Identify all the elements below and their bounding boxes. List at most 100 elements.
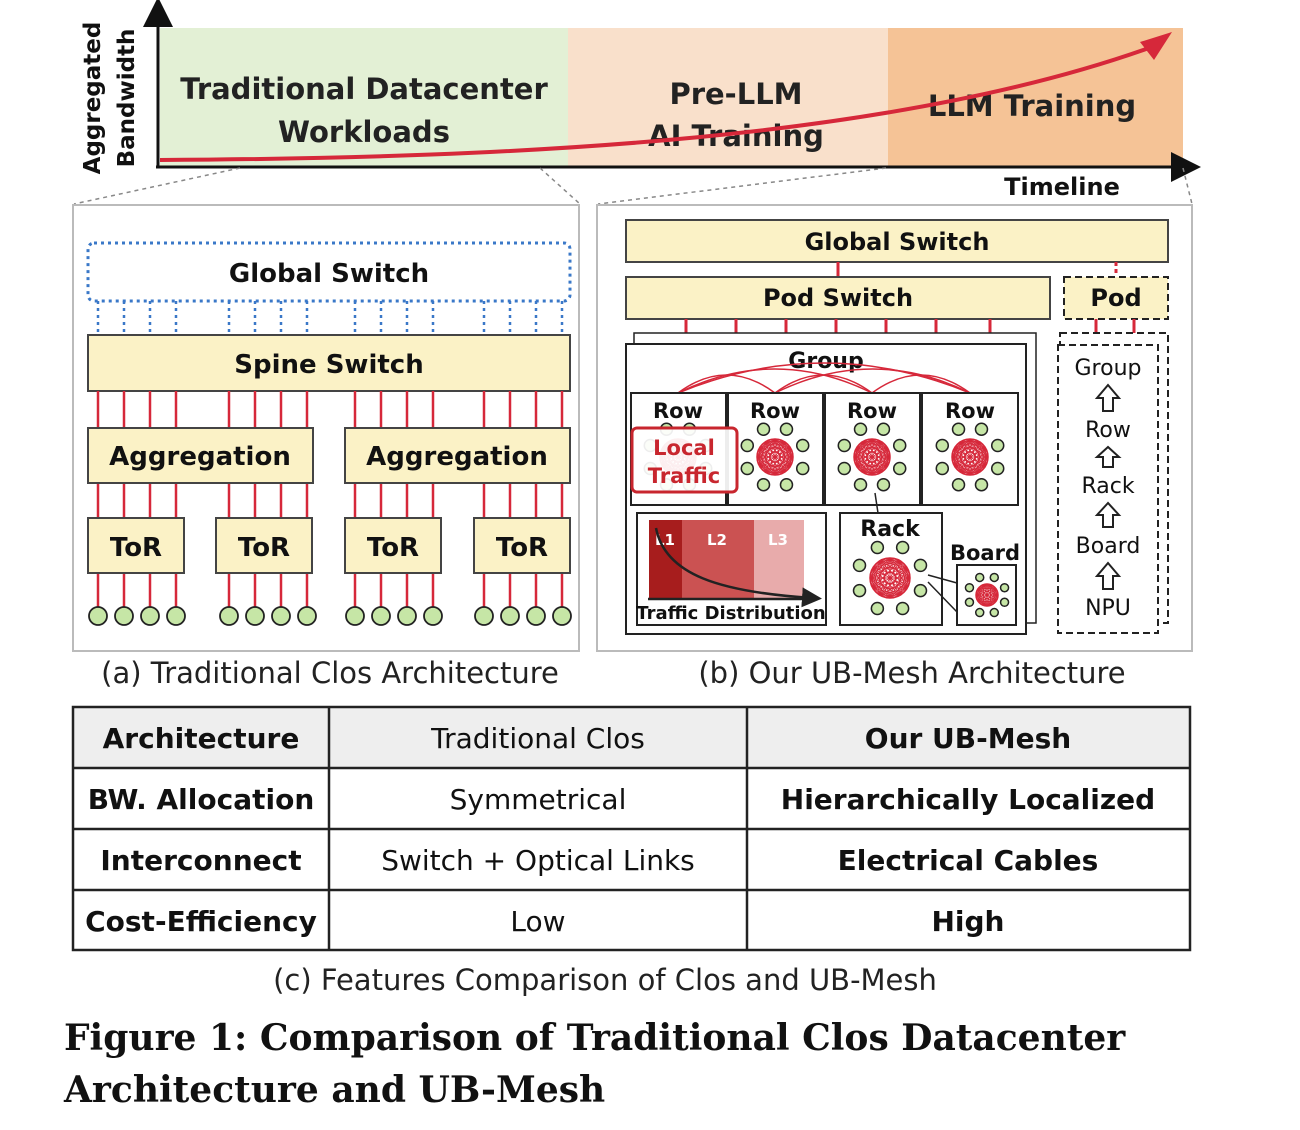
board-mesh [964, 572, 1010, 618]
npu-node [852, 583, 867, 598]
traffic-level-l1 [649, 520, 682, 598]
phase-1-label-line1: Traditional Datacenter [180, 72, 548, 106]
clos-red-links [96, 391, 564, 607]
board-label: Board [950, 541, 1020, 565]
mesh-link [879, 567, 908, 596]
bandwidth-growth-curve [159, 42, 1161, 162]
npu-node [989, 572, 1000, 583]
table-row-3-label: Cost-Efficiency [85, 905, 317, 938]
mesh-link [977, 584, 991, 589]
clos-caption: (a) Traditional Clos Architecture [101, 656, 559, 690]
table-row-3-clos: Low [510, 905, 565, 938]
npu-node [166, 606, 186, 626]
npu-node [88, 606, 108, 626]
mesh-ring [975, 583, 999, 607]
table-row-2-clos: Switch + Optical Links [381, 844, 695, 877]
clos-aggregation-right-label: Aggregation [366, 442, 548, 472]
npu-node [964, 582, 975, 593]
npu-node [974, 607, 985, 618]
mesh-link [969, 447, 986, 476]
traffic-distribution-label: Traffic Distribution [636, 603, 825, 624]
mesh-link [853, 447, 888, 458]
mesh-link [960, 440, 986, 449]
npu-node [999, 597, 1010, 608]
mesh-link [889, 560, 901, 599]
clos-frame [72, 204, 580, 652]
group-arc [677, 362, 971, 394]
traffic-level-l2-label: L2 [707, 531, 727, 549]
npu-node [989, 607, 1000, 618]
npu-node [876, 422, 891, 437]
mesh-link [975, 588, 997, 596]
traffic-decay-curve [654, 527, 822, 608]
clos-global-spine-links [96, 301, 564, 335]
table-row-1-ubmesh: Hierarchically Localized [781, 783, 1155, 816]
clos-tor-2-label: ToR [238, 533, 290, 563]
npu-node [740, 461, 755, 476]
phase-llm-bg [888, 28, 1183, 166]
mesh-link [872, 567, 908, 589]
mesh-link [869, 560, 881, 579]
traffic-level-l3-label: L3 [768, 531, 788, 549]
phase-2-label-line1: Pre-LLM [669, 77, 802, 111]
npu-node [740, 438, 755, 453]
group-arc [871, 374, 971, 394]
hierarchy-level-rack: Rack [1081, 474, 1134, 499]
rack-label: Rack [860, 517, 921, 542]
npu-node [892, 461, 907, 476]
traffic-level-l3 [754, 520, 804, 598]
timeline-panel: Aggregated Bandwidth Timeline Traditiona… [80, 0, 1201, 201]
mesh-link [765, 440, 791, 449]
npu-node [756, 477, 771, 492]
npu-node [756, 422, 771, 437]
mesh-link [756, 447, 791, 458]
comparison-table: Architecture Traditional Clos Our UB-Mes… [71, 705, 1192, 952]
clos-tor-3-label: ToR [367, 533, 419, 563]
local-traffic-line1: Local [653, 436, 715, 460]
npu-node [951, 477, 966, 492]
clos-tor-4-label: ToR [496, 533, 548, 563]
mesh-link [756, 441, 785, 458]
group-row-arcs [677, 362, 971, 394]
mesh-link [871, 441, 882, 476]
npu-node [974, 572, 985, 583]
y-axis-label-line2: Bandwidth [114, 29, 140, 168]
mesh-link [889, 557, 908, 569]
mesh-link [989, 588, 997, 606]
up-arrow-icon [1094, 561, 1122, 590]
mesh-link [899, 567, 908, 596]
mesh-link [774, 438, 791, 449]
pod-links [684, 319, 1136, 333]
ubmesh-global-switch-label: Global Switch [805, 228, 990, 256]
npu-node [990, 461, 1005, 476]
mesh-link [880, 447, 889, 473]
clos-tor-1 [87, 517, 185, 574]
mesh-link [978, 447, 987, 473]
mesh-link [951, 447, 986, 458]
figure-diagram: Aggregated Bandwidth Timeline Traditiona… [71, 0, 1201, 997]
mesh-link [759, 447, 791, 467]
ubmesh-global-switch [625, 219, 1169, 263]
board-box [956, 564, 1017, 626]
npu-node [245, 606, 265, 626]
table-header-ubmesh: Our UB-Mesh [865, 722, 1071, 755]
hierarchy-level-npu: NPU [1085, 596, 1131, 621]
npu-node [297, 606, 317, 626]
mesh-link [853, 441, 864, 458]
npu-node [895, 540, 910, 555]
row-label-2: Row [750, 399, 800, 423]
table-row-1-label: BW. Allocation [88, 783, 315, 816]
hierarchy-level-board: Board [1076, 534, 1141, 559]
ubmesh-panel: Global Switch Pod Switch Pod Group Row R… [596, 204, 1193, 652]
mesh-link [975, 584, 984, 596]
npu-node [779, 422, 794, 437]
table-row-2-label: Interconnect [100, 844, 301, 877]
npu-node [935, 461, 950, 476]
ubmesh-caption: (b) Our UB-Mesh Architecture [698, 656, 1125, 690]
mesh-ring [869, 557, 911, 599]
mesh-link [951, 441, 962, 458]
ubmesh-pod-switch-label: Pod Switch [763, 284, 913, 312]
rack-row-link [874, 492, 879, 514]
local-traffic-line2: Traffic [648, 464, 720, 488]
ubmesh-pod-switch [625, 276, 1051, 320]
